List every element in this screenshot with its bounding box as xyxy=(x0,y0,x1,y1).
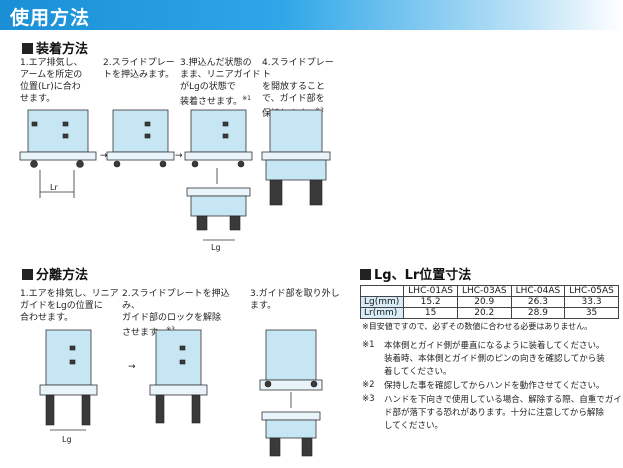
table-corner xyxy=(359,285,405,297)
note-mark: ※1 xyxy=(362,340,375,350)
mount-step-3-text: 3.押込んだ状態の まま、リニアガイド がLgの状態で 装着させます。 xyxy=(180,58,261,107)
note-text: ド部が落下する恐れがあります。十分に注意してから解除 xyxy=(384,408,604,418)
note-mark: ※2 xyxy=(362,380,375,390)
table-cell: 33.3 xyxy=(564,296,619,308)
table-cell: 26.3 xyxy=(510,296,566,308)
col-header: LHC-04AS xyxy=(510,285,566,297)
table-header-row: LHC-01AS LHC-03AS LHC-04AS LHC-05AS xyxy=(359,285,619,297)
guide-unit xyxy=(186,187,251,197)
mount-step-1-text: 1.エア排気し、 アームを所定の 位置(Lr)に合わ せます。 xyxy=(20,58,83,104)
row-label: Lg(mm) xyxy=(359,296,405,308)
mount-step-3-note: ※1 xyxy=(242,95,251,102)
note-mark: ※3 xyxy=(362,394,375,404)
table-footnote: ※目安値ですので、必ずその数値に合わせる必要はありません。 xyxy=(362,322,593,331)
col-header: LHC-03AS xyxy=(456,285,512,297)
note-text: 保持した事を確認してからハンドを動作させてください。 xyxy=(384,381,605,391)
title-banner: 使用方法 xyxy=(0,0,623,30)
hand-body xyxy=(27,109,89,153)
mount-figure-4 xyxy=(261,109,331,206)
slide-plate xyxy=(19,151,97,161)
col-header: LHC-05AS xyxy=(564,285,619,297)
sep-step-3: 3.ガイド部を取り外し ます。 xyxy=(250,288,340,312)
mounting-heading-text: 装着方法 xyxy=(36,42,89,57)
lg-label: Lg xyxy=(211,243,221,252)
mount-figure-1: Lr xyxy=(19,109,97,198)
arrow-icon: → xyxy=(175,151,183,161)
sep-figure-3 xyxy=(259,329,323,457)
position-heading: Lg、Lr位置寸法 xyxy=(360,264,471,283)
note-text: 装着時、本体側とガイド側のピンの向きを確認してから装 xyxy=(384,354,605,364)
arrow-icon: → xyxy=(100,151,108,161)
note-text: してください。 xyxy=(384,421,443,431)
table-row: Lr(mm) 15 20.2 28.9 35 xyxy=(359,307,619,319)
mount-step-2-text: 2.スライドプレー トを押込みます。 xyxy=(103,58,175,80)
arrow-icon: → xyxy=(128,362,136,372)
separation-heading-text: 分離方法 xyxy=(36,268,89,283)
sep-step-1-text: 1.エアを排気し、リニア ガイドをLgの位置に 合わせます。 xyxy=(20,289,119,323)
table-cell: 35 xyxy=(564,307,619,319)
row-label: Lr(mm) xyxy=(359,307,405,319)
note-text: 着してください。 xyxy=(384,367,452,377)
note-text: 本体側とガイド側が垂直になるように装着してください。 xyxy=(384,341,605,351)
table-cell: 20.2 xyxy=(456,307,512,319)
sep-step-1: 1.エアを排気し、リニア ガイドをLgの位置に 合わせます。 xyxy=(20,288,120,324)
table-cell: 15 xyxy=(403,307,458,319)
mounting-heading: 装着方法 xyxy=(22,38,88,57)
sep-figure-1: Lg xyxy=(39,329,98,444)
mount-figure-3: Lg xyxy=(184,109,253,252)
note-text: ハンドを下向きで使用している場合、解除する際、自重でガイ xyxy=(384,395,622,405)
square-bullet-icon xyxy=(360,269,371,280)
table-cell: 28.9 xyxy=(510,307,566,319)
col-header: LHC-01AS xyxy=(403,285,458,297)
page-title: 使用方法 xyxy=(10,7,91,29)
sep-step-2-text: 2.スライドプレートを押込み、 ガイド部のロックを解除 させます。 xyxy=(122,289,230,338)
mount-figure-2 xyxy=(106,109,175,168)
position-table: LHC-01AS LHC-03AS LHC-04AS LHC-05AS Lg(m… xyxy=(359,285,619,319)
sep-step-2: 2.スライドプレートを押込み、 ガイド部のロックを解除 させます。※3 xyxy=(122,288,247,339)
separation-heading: 分離方法 xyxy=(22,264,88,283)
sep-step-2-note: ※3 xyxy=(166,326,175,333)
lg-label: Lg xyxy=(62,435,72,444)
square-bullet-icon xyxy=(22,269,33,280)
position-heading-text: Lg、Lr位置寸法 xyxy=(374,268,472,283)
mount-step-1: 1.エア排気し、 アームを所定の 位置(Lr)に合わ せます。 xyxy=(20,57,102,105)
lr-label: Lr xyxy=(50,183,58,192)
sep-step-3-text: 3.ガイド部を取り外し ます。 xyxy=(250,289,340,311)
mount-step-2: 2.スライドプレー トを押込みます。 xyxy=(103,57,178,81)
mount-step-3: 3.押込んだ状態の まま、リニアガイド がLgの状態で 装着させます。※1 xyxy=(180,57,262,108)
table-row: Lg(mm) 15.2 20.9 26.3 33.3 xyxy=(359,296,619,308)
sep-figure-2 xyxy=(149,329,208,424)
square-bullet-icon xyxy=(22,43,33,54)
table-cell: 15.2 xyxy=(403,296,458,308)
table-cell: 20.9 xyxy=(456,296,512,308)
